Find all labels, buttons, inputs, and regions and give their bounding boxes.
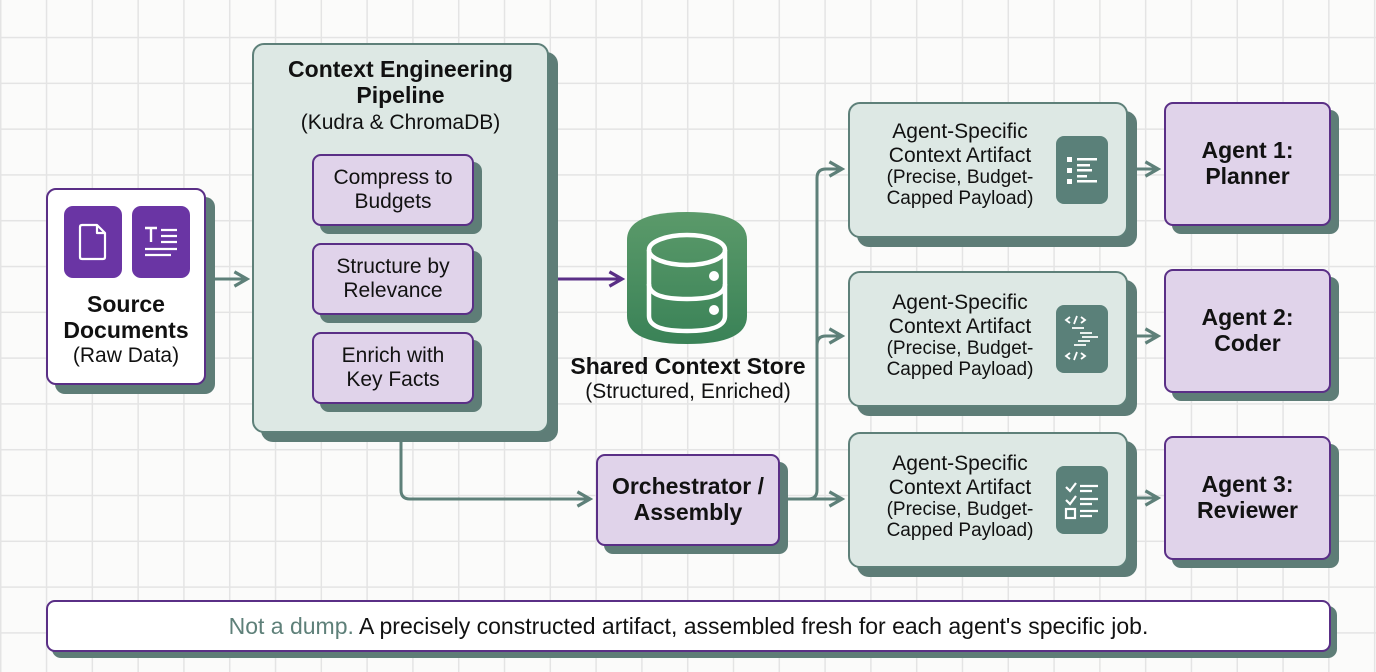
orchestrator-label-line2: Assembly [633,499,743,525]
pipeline-title-line2: Pipeline [356,81,445,108]
agent-1-planner: Agent 1: Planner [1164,102,1331,226]
orchestrator-label-line1: Orchestrator / [611,473,765,500]
source-documents-card: Source Documents (Raw Data) [46,188,206,385]
artifact-label-line2: Context Artifact [888,314,1032,338]
code-icon [1056,305,1108,373]
source-subtitle: (Raw Data) [72,343,180,367]
artifact-label-line3: (Precise, Budget- [886,499,1034,521]
arrow-pipeline-to-orchestrator [399,440,594,508]
artifact-label-line3: (Precise, Budget- [886,338,1034,360]
artifact-card-3: Agent-Specific Context Artifact (Precise… [848,432,1128,568]
artifact-label-line2: Context Artifact [888,475,1032,499]
document-icon [64,206,122,278]
checklist-icon [1056,466,1108,534]
artifact-card-2: Agent-Specific Context Artifact (Precise… [848,271,1128,407]
agent-label-line1: Agent 3: [1201,471,1294,498]
step-enrich-with-key-facts: Enrich with Key Facts [312,332,474,404]
artifact-card-1: Agent-Specific Context Artifact (Precise… [848,102,1128,238]
orchestrator-assembly: Orchestrator / Assembly [596,454,780,546]
text-document-icon [132,206,190,278]
pipeline-subtitle: (Kudra & ChromaDB) [300,110,501,134]
footer-highlight: Not a dump. [228,612,354,639]
store-title: Shared Context Store [570,353,806,379]
step-compress-to-budgets: Compress to Budgets [312,154,474,226]
database-icon [627,212,747,344]
agent-label-line2: Planner [1205,163,1290,189]
step-label-line2: Relevance [343,279,443,302]
step-structure-by-relevance: Structure by Relevance [312,243,474,315]
agent-label-line2: Coder [1214,330,1281,356]
artifact-label-line1: Agent-Specific [892,291,1028,314]
source-title-line2: Documents [63,316,189,343]
footer-banner: Not a dump. A precisely constructed arti… [46,600,1331,652]
agent-label-line1: Agent 2: [1201,304,1294,331]
pipeline-title-line1: Context Engineering [288,56,513,82]
artifact-label-line1: Agent-Specific [892,120,1028,143]
list-icon [1056,136,1108,204]
pipeline-container: Context Engineering Pipeline (Kudra & Ch… [252,43,549,433]
step-label-line1: Compress to [333,166,453,190]
store-subtitle: (Structured, Enriched) [585,379,791,403]
step-label-line1: Enrich with [341,344,445,368]
store-label: Shared Context Store (Structured, Enrich… [560,353,816,403]
artifact-label-line4: Capped Payload) [886,188,1034,210]
artifact-label-line3: (Precise, Budget- [886,167,1034,189]
step-label-line2: Key Facts [346,368,440,391]
source-title-line1: Source [87,291,165,317]
agent-label-line2: Reviewer [1196,497,1298,523]
step-label-line1: Structure by [336,255,450,279]
artifact-label-line4: Capped Payload) [886,359,1034,381]
artifact-label-line2: Context Artifact [888,143,1032,167]
artifact-label-line4: Capped Payload) [886,520,1034,542]
step-label-line2: Budgets [354,190,432,213]
arrow-orchestrator-to-artifact1 [807,160,846,501]
agent-3-reviewer: Agent 3: Reviewer [1164,436,1331,560]
agent-label-line1: Agent 1: [1201,137,1294,164]
agent-2-coder: Agent 2: Coder [1164,269,1331,393]
arrow-orchestrator-to-artifact2 [815,327,846,346]
artifact-label-line1: Agent-Specific [892,452,1028,475]
footer-text: A precisely constructed artifact, assemb… [353,612,1149,639]
